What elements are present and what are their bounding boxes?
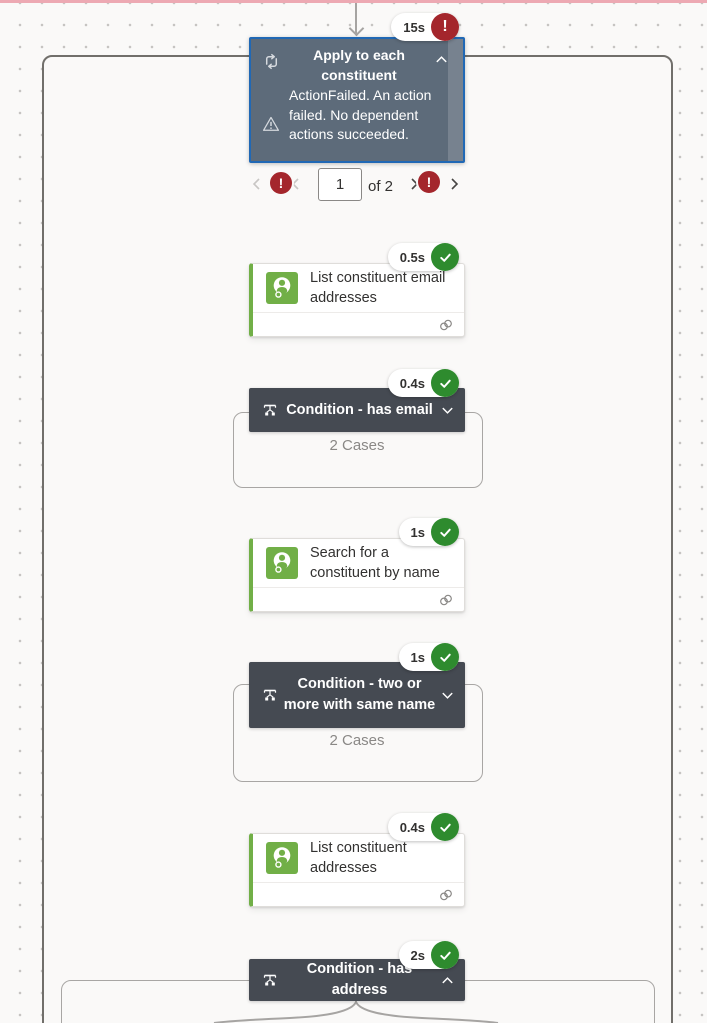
link-icon [438, 887, 454, 903]
next-failed-badge[interactable]: ! [416, 169, 442, 195]
success-icon [431, 369, 459, 397]
branch-split-lines [213, 999, 499, 1023]
condition-icon [261, 971, 279, 989]
link-icon [438, 592, 454, 608]
action-list-addresses[interactable]: List constituent addresses [249, 833, 465, 907]
action-list-email-addresses[interactable]: List constituent email addresses [249, 263, 465, 337]
pagination-first-button[interactable] [249, 176, 265, 192]
chevron-down-icon[interactable] [440, 688, 455, 703]
action-title: Search for a constituent by name [310, 544, 440, 582]
foreach-node[interactable]: Apply to each constituent ActionFailed. … [249, 37, 465, 163]
condition-same-name-header[interactable]: Condition - two or more with same name [249, 662, 465, 728]
status-badge-success: 1s [398, 643, 459, 671]
warning-icon [262, 115, 280, 133]
status-badge-success: 0.5s [387, 243, 459, 271]
condition-has-address-header[interactable]: Condition - has address [249, 959, 465, 1001]
constituent-connector-icon [266, 842, 298, 874]
status-badge-success: 2s [398, 941, 459, 969]
chevron-up-icon[interactable] [440, 973, 455, 988]
status-badge-failed: 15s ! [391, 13, 459, 41]
status-badge-success: 0.4s [387, 813, 459, 841]
error-icon: ! [431, 13, 459, 41]
pagination-last-button[interactable] [446, 176, 462, 192]
success-icon [431, 813, 459, 841]
connector-arrow [355, 3, 357, 34]
cases-count-label: 2 Cases [329, 437, 385, 454]
page-number-input[interactable] [318, 168, 362, 201]
status-badge-success: 0.4s [387, 369, 459, 397]
status-badge-success: 1s [398, 518, 459, 546]
link-icon [438, 317, 454, 333]
success-icon [431, 243, 459, 271]
node-scrollbar[interactable] [448, 39, 463, 161]
constituent-connector-icon [266, 547, 298, 579]
success-icon [431, 518, 459, 546]
chevron-up-icon[interactable] [434, 52, 449, 67]
success-icon [431, 941, 459, 969]
condition-title: Condition - has address [306, 961, 413, 998]
condition-icon [261, 686, 279, 704]
action-title: List constituent addresses [310, 839, 407, 877]
condition-title: Condition - has email [286, 401, 433, 418]
foreach-title: Apply to each constituent [313, 47, 405, 83]
page-total-label: of 2 [368, 178, 394, 195]
success-icon [431, 643, 459, 671]
action-search-constituent[interactable]: Search for a constituent by name [249, 538, 465, 612]
constituent-connector-icon [266, 272, 298, 304]
chevron-down-icon[interactable] [440, 403, 455, 418]
action-title: List constituent email addresses [310, 269, 446, 307]
previous-failed-badge[interactable]: ! [268, 170, 294, 196]
top-accent-strip [0, 0, 707, 3]
condition-title: Condition - two or more with same name [283, 676, 436, 713]
condition-icon [261, 401, 279, 419]
foreach-error-message: ActionFailed. An action failed. No depen… [289, 87, 432, 142]
cases-count-label: 2 Cases [329, 732, 385, 749]
loop-icon [263, 53, 280, 70]
